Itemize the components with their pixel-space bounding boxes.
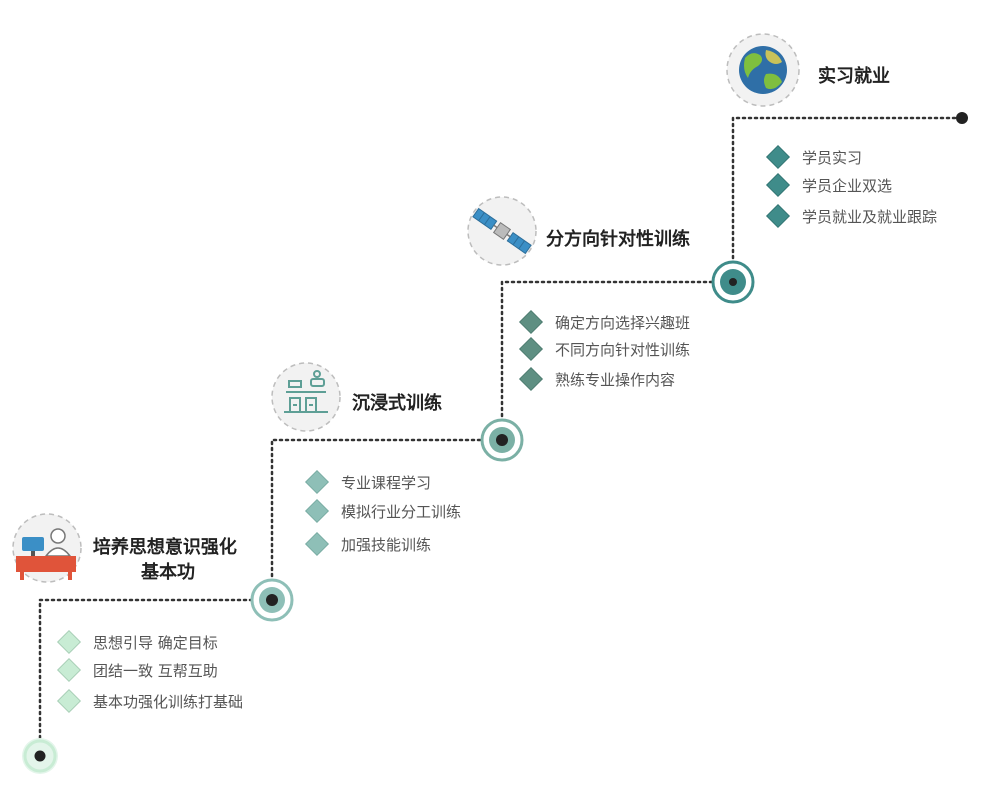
classroom-desks-icon [271,362,341,432]
stage-3-items: 确定方向选择兴趣班 不同方向针对性训练 熟练专业操作内容 [518,309,690,392]
stage-4-item-3: 学员就业及就业跟踪 [802,208,937,226]
stage-2-items: 专业课程学习 模拟行业分工训练 加强技能训练 [304,469,461,557]
stage-3: 分方向针对性训练 确定方向选择兴趣班 不同方向针对性训练 熟练专业操作内容 [467,196,690,392]
diamond-bullet-icon [765,144,791,170]
stage-1-title-line-1: 培养思想意识强化 [93,536,237,558]
stage-1-title: 培养思想意识强化 基本功 [93,536,243,583]
stage-1-items: 思想引导 确定目标 团结一致 互帮互助 基本功强化训练打基础 [56,629,243,714]
stage-2-item-2: 模拟行业分工训练 [341,503,461,521]
stage-1: 培养思想意识强化 基本功 思想引导 确定目标 团结一致 互帮互助 基本功强化训练… [12,513,243,714]
stage-3-item-3: 熟练专业操作内容 [555,371,675,389]
staircase-path [38,116,964,758]
diamond-bullet-icon [304,498,330,524]
diamond-bullet-icon [518,309,544,335]
stage-2-item-1: 专业课程学习 [341,474,431,492]
stage-4: 实习就业 学员实习 学员企业双选 学员就业及就业跟踪 [726,33,937,229]
stage-4-item-1: 学员实习 [802,149,862,167]
diamond-bullet-icon [304,531,330,557]
node-stage-1 [250,578,294,622]
node-end [956,112,968,124]
stage-1-item-3: 基本功强化训练打基础 [93,693,243,711]
stage-3-item-1: 确定方向选择兴趣班 [555,314,690,332]
stage-4-item-2: 学员企业双选 [802,177,892,195]
path-segment-3 [500,280,735,442]
stage-1-item-2: 团结一致 互帮互助 [93,662,218,680]
path-segment-4 [731,116,964,284]
node-stage-3 [711,260,755,304]
diamond-bullet-icon [56,629,82,655]
diamond-bullet-icon [765,203,791,229]
satellite-icon [467,196,537,266]
globe-icon [726,33,800,107]
diamond-bullet-icon [304,469,330,495]
desk-worker-icon [12,513,82,583]
node-stage-2 [480,418,524,462]
stage-1-title-line-2: 基本功 [140,561,195,583]
path-segment-1 [38,598,274,758]
stage-3-title-line-1: 分方向针对性训练 [546,228,690,250]
stage-3-item-2: 不同方向针对性训练 [555,341,690,359]
diamond-bullet-icon [518,336,544,362]
stage-2: 沉浸式训练 专业课程学习 模拟行业分工训练 加强技能训练 [271,362,461,557]
diamond-bullet-icon [56,688,82,714]
stage-4-title-line-1: 实习就业 [818,65,890,87]
path-segment-2 [270,438,504,602]
stage-4-title: 实习就业 [818,65,890,87]
diamond-bullet-icon [765,172,791,198]
stage-3-title: 分方向针对性训练 [546,228,690,250]
diamond-bullet-icon [518,366,544,392]
diamond-bullet-icon [56,657,82,683]
stage-2-title-line-1: 沉浸式训练 [352,392,442,414]
stage-2-item-3: 加强技能训练 [341,536,431,554]
stage-2-title: 沉浸式训练 [352,392,442,414]
node-start [22,738,58,774]
stage-1-item-1: 思想引导 确定目标 [93,634,218,652]
stage-4-items: 学员实习 学员企业双选 学员就业及就业跟踪 [765,144,937,229]
